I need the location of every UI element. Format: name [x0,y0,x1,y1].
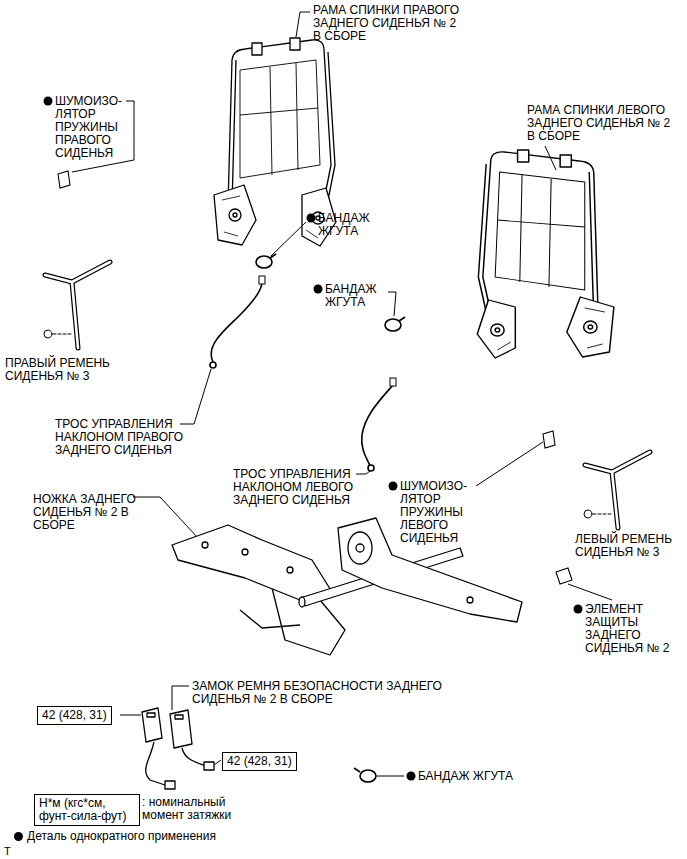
part-label: НОЖКА ЗАДНЕГО СИДЕНЬЯ № 2 В СБОРЕ [33,493,143,532]
figure-code: T [4,845,24,858]
part-label: ЛЕВЫЙ РЕМЕНЬ СИДЕНЬЯ № 3 [575,533,681,559]
legend-text: Деталь однократного применения [27,830,216,843]
part-label: ТРОС УПРАВЛЕНИЯ НАКЛОНОМ ПРАВОГО ЗАДНЕГО… [55,418,192,457]
part-label: РАМА СПИНКИ ПРАВОГО ЗАДНЕГО СИДЕНЬЯ № 2 … [313,4,465,43]
unit-text: Н*м (кгс*см, фунт-сила-фут) [39,797,135,823]
part-label: ШУМОИЗО- ЛЯТОР ПРУЖИНЫ ПРАВОГО СИДЕНЬЯ [55,95,129,160]
torque-value: 42 (428, 31) [42,709,107,722]
part-label: ЭЛЕМЕНТ ЗАЩИТЫ ЗАДНЕГО СИДЕНЬЯ № 2 [585,603,677,655]
unit-legend-box: Н*м (кгс*см, фунт-сила-фут) [34,794,140,826]
legend-row: Деталь однократного применения [14,830,216,843]
part-label: ЗАМОК РЕМНЯ БЕЗОПАСНОСТИ ЗАДНЕГО СИДЕНЬЯ… [192,680,460,706]
torque-box: 42 (428, 31) [222,752,297,771]
part-label: РАМА СПИНКИ ЛЕВОГО ЗАДНЕГО СИДЕНЬЯ № 2 В… [527,104,677,143]
single-use-dot [14,832,23,841]
belt-rods [44,262,650,528]
part-label: ТРОС УПРАВЛЕНИЯ НАКЛОНОМ ЛЕВОГО ЗАДНЕГО … [233,468,363,507]
single-use-dots [44,97,583,781]
part-label: ПРАВЫЙ РЕМЕНЬ СИДЕНЬЯ № 3 [5,357,117,383]
part-label: БАНДАЖ ЖГУТА [418,770,538,783]
recline-cables [210,276,396,471]
part-label: БАНДАЖ ЖГУТА [318,212,380,238]
belt-buckles [142,708,214,789]
small-parts [58,171,572,584]
right-seatback-frame [214,38,336,246]
torque-value: 42 (428, 31) [227,755,292,768]
part-label: ШУМОИЗО- ЛЯТОР ПРУЖИНЫ ЛЕВОГО СИДЕНЬЯ [400,480,474,545]
torque-box: 42 (428, 31) [37,706,112,725]
legend-note: : номинальный момент затяжки [142,796,252,822]
part-label: БАНДАЖ ЖГУТА [325,283,387,309]
seat-leg-assembly [172,518,522,655]
left-seatback-frame [477,150,614,358]
